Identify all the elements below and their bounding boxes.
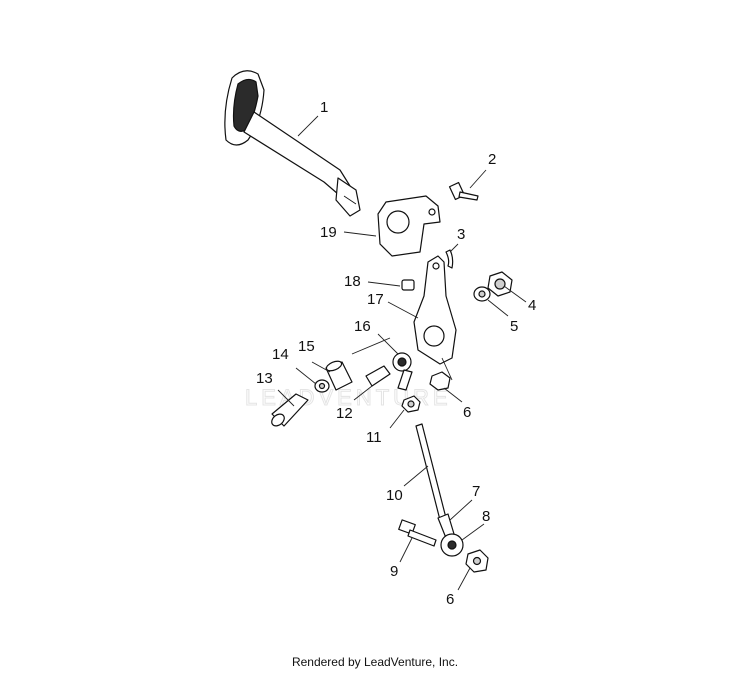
brake-pedal-part [224,70,361,217]
callout-12: 12 [336,405,353,422]
callout-19: 19 [320,224,337,241]
lower-nut-part [465,549,489,573]
callout-9: 9 [390,563,398,580]
callout-17: 17 [367,291,384,308]
spacer-part [325,360,353,391]
callout-6-upper: 6 [463,404,471,421]
bolt-part [448,181,479,201]
callout-labels: 1 2 19 3 18 4 17 5 16 15 14 13 6 12 11 1… [256,99,536,608]
bushing-part [365,365,391,387]
jam-nut-part [401,395,421,413]
callout-18: 18 [344,273,361,290]
callout-7: 7 [472,483,480,500]
footer-credit: Rendered by LeadVenture, Inc. [291,655,459,669]
callout-11: 11 [366,429,382,446]
lower-rod-end-part [437,513,464,557]
callout-13: 13 [256,370,273,387]
callout-15: 15 [298,338,315,355]
lever-plate-part [413,255,457,365]
callout-1: 1 [320,99,328,116]
rod-end-part [392,352,413,391]
lower-bolt-part [398,519,437,547]
shoulder-bolt-part [271,393,309,427]
upper-nut-part [429,371,451,391]
spacer-washer-part [314,379,330,393]
pin-part [401,279,415,291]
mounting-bracket-part [377,195,441,257]
callout-3: 3 [457,226,465,243]
callout-5: 5 [510,318,518,335]
leader-lines [277,115,527,591]
cotter-pin-part [445,249,454,269]
callout-14: 14 [272,346,289,363]
callout-4: 4 [528,297,536,314]
callout-10: 10 [386,487,403,504]
callout-8: 8 [482,508,490,525]
callout-6-lower: 6 [446,591,454,608]
callout-16: 16 [354,318,371,335]
lock-nut-part [487,271,513,297]
washer-part [473,286,491,302]
callout-2: 2 [488,151,496,168]
